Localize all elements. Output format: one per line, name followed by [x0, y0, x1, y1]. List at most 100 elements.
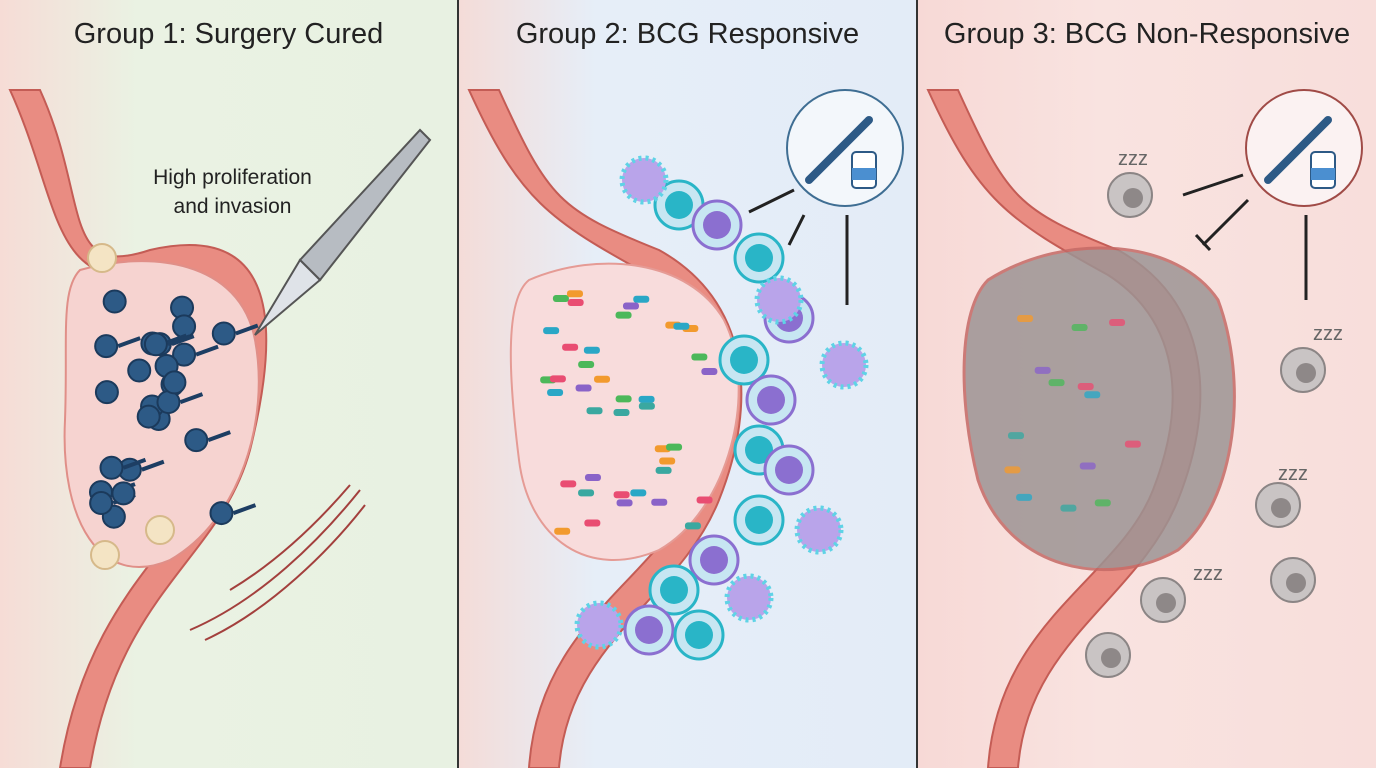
bacteria-fragment — [1109, 318, 1126, 326]
bacteria-fragment — [562, 343, 579, 351]
bacteria-fragment — [1017, 315, 1034, 323]
bcg-responsive-illustration — [467, 89, 904, 768]
tumor-cell — [99, 455, 124, 480]
panel-title: Group 2: BCG Responsive — [515, 18, 860, 50]
immune-cell-nucleus — [745, 244, 773, 272]
immune-cell-nucleus — [757, 386, 785, 414]
bacteria-fragment — [651, 498, 668, 506]
invasion-arrow — [122, 457, 147, 470]
inactive-immune-cell-nucleus — [1286, 573, 1306, 593]
bacteria-fragment — [684, 522, 701, 530]
bacteria-fragment — [549, 375, 566, 383]
bacteria-fragment — [638, 395, 655, 403]
panel-title: Group 3: BCG Non-Responsive — [943, 18, 1351, 50]
normal-cell — [145, 515, 175, 545]
bacteria-fragment — [566, 290, 583, 298]
bacteria-fragment — [1094, 499, 1111, 507]
arrows — [1182, 173, 1308, 300]
tumor-cell — [209, 501, 234, 526]
normal-cell — [90, 540, 120, 570]
tumor-cell — [211, 321, 236, 346]
tumor-cell — [127, 358, 152, 383]
invasion-arrow — [117, 336, 141, 348]
bacteria-fragment — [615, 311, 632, 319]
bcg-vaccine-icon — [1245, 89, 1363, 207]
inactive-immune-cell-nucleus — [1271, 498, 1291, 518]
sleep-label: zzz — [1278, 463, 1308, 485]
tumor-cell — [184, 428, 209, 453]
immune-cell-nucleus — [703, 211, 731, 239]
immune-cell-nucleus — [685, 621, 713, 649]
activated-dendritic-cell — [819, 340, 869, 390]
bacteria-fragment — [673, 322, 690, 330]
invasion-arrow — [167, 334, 191, 347]
bacteria-fragment — [1071, 323, 1088, 331]
bacteria-fragment — [560, 480, 577, 488]
bacteria-fragment — [691, 353, 708, 361]
bacteria-fragment — [567, 298, 584, 306]
panel-bcg-non-responsive: Group 3: BCG Non-Responsive zzz zzz zzz … — [918, 0, 1376, 768]
bacteria-fragment — [1008, 432, 1025, 440]
bacteria-fragment — [586, 407, 603, 415]
tumor-cell — [172, 314, 197, 339]
bacteria-fragment — [575, 384, 592, 392]
immune-cell-nucleus — [665, 191, 693, 219]
bacteria-fragment — [578, 489, 595, 497]
immune-cell-nucleus — [660, 576, 688, 604]
immune-cell-nucleus — [730, 346, 758, 374]
sleep-label: zzz — [1193, 563, 1223, 585]
bacteria-fragment — [638, 402, 655, 410]
bacteria-fragment — [655, 466, 672, 474]
panel-bcg-responsive: Group 2: BCG Responsive — [459, 0, 916, 768]
annotation-proliferation: High proliferation and invasion — [130, 163, 335, 221]
surgery-illustration — [8, 89, 432, 768]
inactive-immune-cell-nucleus — [1296, 363, 1316, 383]
tumor-cell — [94, 334, 119, 359]
bacteria-fragment — [1084, 391, 1101, 399]
bacteria-fragment — [622, 302, 639, 310]
necrotic-tumor-mass — [962, 246, 1236, 571]
bacteria-fragment — [1124, 440, 1141, 448]
tumor-cell — [111, 481, 136, 506]
activated-dendritic-cell — [574, 600, 624, 650]
bacteria-fragment — [554, 527, 571, 535]
annotation-line: High proliferation — [153, 166, 312, 189]
bacteria-fragment — [1016, 493, 1033, 501]
bacteria-fragment — [1004, 466, 1021, 474]
invasion-arrow — [235, 323, 259, 336]
arrows — [748, 188, 849, 305]
bacteria-fragment — [630, 489, 647, 497]
activated-dendritic-cell — [794, 505, 844, 555]
tumor-cell — [102, 289, 127, 314]
bacteria-fragment — [547, 388, 564, 396]
sleep-label: zzz — [1313, 323, 1343, 345]
inactive-immune-cell-nucleus — [1101, 648, 1121, 668]
tumor-cell — [156, 390, 181, 415]
bacteria-fragment — [633, 295, 650, 303]
bacteria-fragment — [616, 499, 633, 507]
activated-dendritic-cell — [724, 573, 774, 623]
scalpel-icon — [254, 128, 432, 336]
bacteria-fragment — [659, 457, 676, 465]
immune-cell-nucleus — [775, 456, 803, 484]
panel-title: Group 1: Surgery Cured — [73, 18, 384, 50]
bacteria-fragment — [1060, 504, 1077, 512]
bacteria-fragment — [696, 496, 713, 504]
bcg-non-responsive-illustration: zzz zzz zzz zzz — [926, 89, 1363, 768]
bacteria-fragment — [1077, 382, 1094, 390]
tumor-cell — [94, 380, 119, 405]
bacteria-fragment — [1079, 462, 1096, 470]
invasion-arrow — [195, 344, 219, 357]
tumor-cell — [136, 404, 161, 429]
bacteria-fragment — [1048, 379, 1065, 387]
bacteria-fragment — [615, 395, 632, 403]
bacteria-fragment — [613, 408, 630, 416]
invasion-arrow — [207, 430, 231, 443]
tumor-cell — [143, 332, 168, 357]
annotation-line: and invasion — [173, 195, 292, 218]
bacteria-fragment — [584, 519, 601, 527]
scar-lines — [189, 484, 366, 641]
invasion-arrow — [179, 392, 204, 404]
normal-cell — [87, 243, 117, 273]
